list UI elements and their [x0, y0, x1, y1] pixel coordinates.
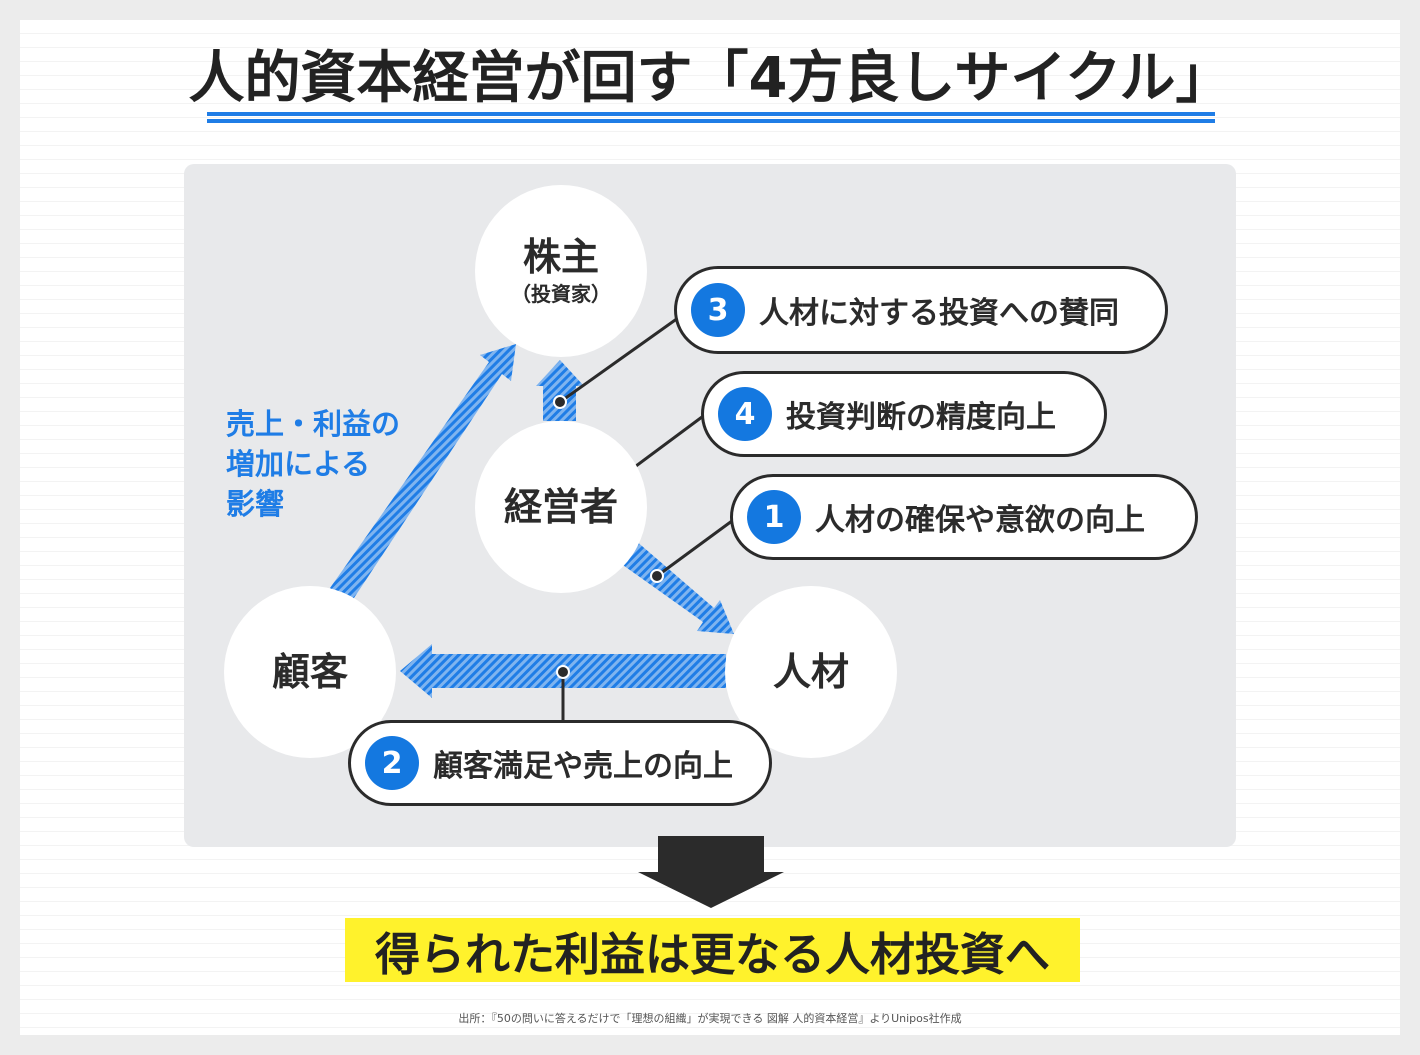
- side-note-line: 売上・利益の: [226, 407, 401, 441]
- side-note: 売上・利益の 増加による 影響: [226, 404, 426, 524]
- callout-text: 人材の確保や意欲の向上: [815, 503, 1145, 538]
- arrow-manager-to-shareholder: [536, 360, 584, 421]
- conclusion-banner: 得られた利益は更なる人材投資へ: [345, 918, 1080, 982]
- source-footnote: 出所：『50の問いに答えるだけで「理想の組織」が実現できる 図解 人的資本経営』…: [458, 1012, 962, 1025]
- callout-1: 1 人材の確保や意欲の向上: [730, 474, 1198, 560]
- callout-text: 顧客満足や売上の向上: [433, 749, 733, 784]
- callout-4: 4 投資判断の精度向上: [701, 371, 1107, 457]
- callout-text: 投資判断の精度向上: [786, 400, 1056, 435]
- arrow-customer-to-shareholder: [330, 344, 516, 604]
- node-manager-label: 経営者: [503, 485, 618, 529]
- node-talent-label: 人材: [772, 650, 849, 694]
- callout-text: 人材に対する投資への賛同: [759, 296, 1119, 331]
- page-title: 人的資本経営が回す「4方良しサイクル」: [188, 46, 1232, 111]
- number-badge: 1: [747, 490, 801, 544]
- node-shareholder-label: 株主: [522, 235, 599, 279]
- callout-3: 3 人材に対する投資への賛同: [674, 266, 1168, 354]
- down-arrow-icon: [638, 836, 784, 908]
- title-underline: [207, 112, 1215, 116]
- side-note-line: 影響: [226, 487, 285, 521]
- node-shareholder: 株主 （投資家）: [475, 185, 647, 357]
- number-badge: 3: [691, 283, 745, 337]
- node-shareholder-sub: （投資家）: [511, 282, 611, 306]
- arrow-manager-to-talent: [620, 540, 734, 634]
- title-underline: [207, 119, 1215, 123]
- node-customer-label: 顧客: [271, 650, 348, 694]
- node-manager: 経営者: [475, 421, 647, 593]
- number-badge: 4: [718, 387, 772, 441]
- number-badge: 2: [365, 736, 419, 790]
- callout-2: 2 顧客満足や売上の向上: [348, 720, 772, 806]
- side-note-line: 増加による: [226, 447, 371, 481]
